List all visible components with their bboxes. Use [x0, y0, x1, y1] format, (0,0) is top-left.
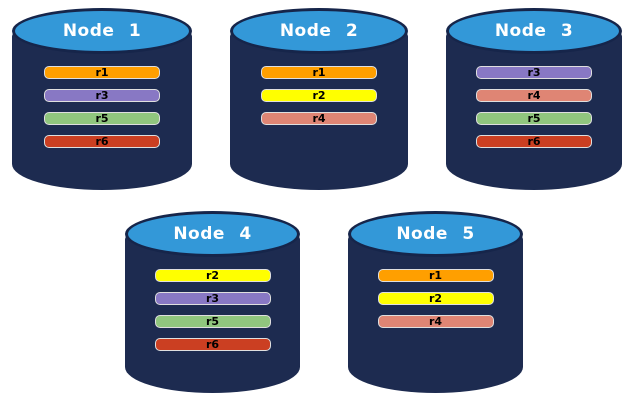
replica-list: r2 r3 r5 r6 [125, 269, 300, 351]
node-title: Node 4 [173, 223, 252, 244]
replica-bar-r1: r1 [377, 269, 494, 282]
cylinder-top: Node 2 [230, 8, 408, 54]
replica-label: r3 [205, 292, 220, 305]
cylinder-top: Node 5 [348, 211, 523, 257]
replica-label: r1 [95, 66, 109, 79]
replica-bar-r1: r1 [44, 66, 160, 79]
cylinder-top: Node 1 [12, 8, 192, 54]
replica-label: r5 [95, 112, 109, 125]
replica-label: r4 [312, 112, 326, 125]
cylinder-top: Node 3 [446, 8, 622, 54]
node-2-cylinder: Node 2 r1 r2 r4 [230, 8, 408, 190]
replica-bar-r2: r2 [261, 89, 377, 102]
node-5-cylinder: Node 5 r1 r2 r4 [348, 211, 523, 393]
replica-list: r3 r4 r5 r6 [446, 66, 622, 148]
replica-bar-r4: r4 [261, 112, 377, 125]
cylinder-body [125, 234, 300, 393]
node-title: Node 1 [62, 20, 142, 41]
replica-label: r4 [527, 89, 541, 102]
node-1-cylinder: Node 1 r1 r3 r5 r6 [12, 8, 192, 190]
replica-bar-r5: r5 [44, 112, 160, 125]
node-3-cylinder: Node 3 r3 r4 r5 r6 [446, 8, 622, 190]
node-title: Node 3 [494, 20, 574, 41]
replica-bar-r4: r4 [377, 315, 494, 328]
replica-bar-r4: r4 [476, 89, 592, 102]
node-title: Node 5 [396, 223, 475, 244]
replica-bar-r3: r3 [44, 89, 160, 102]
replica-label: r1 [428, 269, 443, 282]
replica-bar-r3: r3 [154, 292, 271, 305]
replica-bar-r1: r1 [261, 66, 377, 79]
replica-bar-r3: r3 [476, 66, 592, 79]
replica-bar-r5: r5 [154, 315, 271, 328]
replica-list: r1 r3 r5 r6 [12, 66, 192, 148]
replica-label: r1 [312, 66, 326, 79]
node-title: Node 2 [279, 20, 359, 41]
replica-bar-r6: r6 [44, 135, 160, 148]
replica-label: r2 [312, 89, 326, 102]
replica-list: r1 r2 r4 [348, 269, 523, 328]
replica-bar-r6: r6 [476, 135, 592, 148]
replica-label: r6 [527, 135, 541, 148]
replica-label: r5 [527, 112, 541, 125]
replica-label: r2 [205, 269, 220, 282]
replica-label: r5 [205, 315, 220, 328]
cylinder-body [230, 31, 408, 190]
replica-bar-r2: r2 [154, 269, 271, 282]
cylinder-body [12, 31, 192, 190]
replica-label: r2 [428, 292, 443, 305]
cylinder-body [348, 234, 523, 393]
cylinder-body [446, 31, 622, 190]
replica-label: r4 [428, 315, 443, 328]
replica-label: r3 [95, 89, 109, 102]
replica-label: r3 [527, 66, 541, 79]
replica-bar-r2: r2 [377, 292, 494, 305]
replica-list: r1 r2 r4 [230, 66, 408, 125]
replica-bar-r5: r5 [476, 112, 592, 125]
node-4-cylinder: Node 4 r2 r3 r5 r6 [125, 211, 300, 393]
replica-label: r6 [95, 135, 109, 148]
replica-bar-r6: r6 [154, 338, 271, 351]
cylinder-top: Node 4 [125, 211, 300, 257]
replica-label: r6 [205, 338, 220, 351]
